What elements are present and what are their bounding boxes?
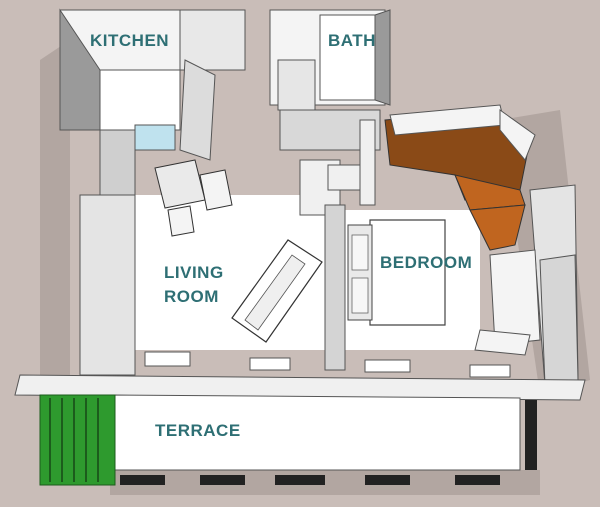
railing-bars — [49, 398, 99, 482]
south-wall — [14, 351, 586, 401]
pillow — [351, 277, 369, 314]
sofa — [231, 239, 323, 343]
label-bath: BATH — [328, 31, 376, 50]
window — [249, 357, 291, 371]
label-room: ROOM — [164, 287, 219, 306]
hall-walls — [299, 119, 376, 216]
kitchen-window — [134, 124, 176, 151]
window — [364, 359, 411, 373]
wardrobe — [384, 104, 536, 251]
terrace — [39, 394, 537, 486]
bed — [347, 219, 446, 326]
window — [469, 364, 511, 378]
terrace-railing-posts — [120, 400, 537, 485]
label-kitchen: KITCHEN — [90, 31, 169, 50]
pillow — [351, 234, 369, 271]
bedroom-shelves — [474, 249, 541, 356]
window — [144, 351, 191, 367]
label-living: LIVING — [164, 263, 224, 282]
label-terrace: TERRACE — [155, 421, 241, 440]
bath-room — [269, 9, 391, 151]
kitchen-room — [59, 8, 246, 161]
label-bedroom: BEDROOM — [380, 253, 472, 272]
outer-walls — [79, 129, 579, 386]
dining-table — [154, 159, 233, 237]
